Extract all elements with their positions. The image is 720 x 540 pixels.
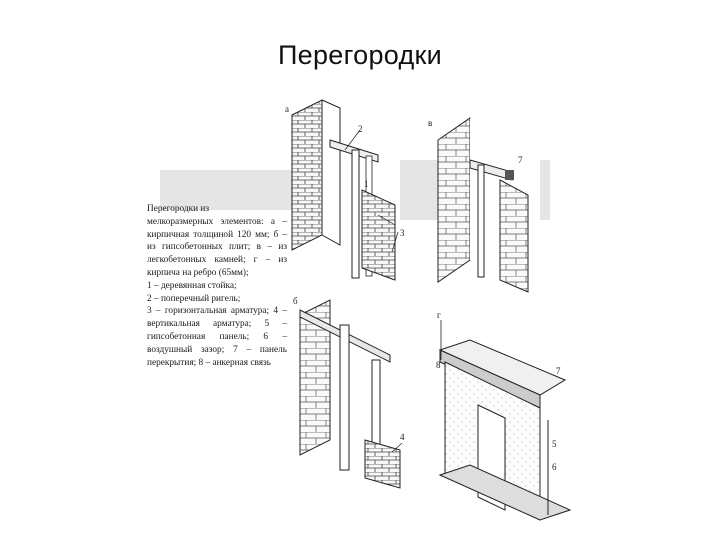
figure-d-panel-partition: г 7 8 5 6 — [436, 310, 572, 521]
slide-title: Перегородки — [277, 40, 443, 70]
label-a-3: 3 — [400, 228, 405, 238]
figure-b-gypsum-partition: в 7 — [428, 117, 540, 293]
label-a-1: 1 — [364, 179, 369, 189]
label-d-5: 5 — [552, 439, 557, 449]
label-c-4: 4 — [400, 432, 405, 442]
figure-a-brick-partition: а 2 1 3 — [285, 99, 405, 281]
figure-caption: Перегородки из мелкоразмерных элементов:… — [147, 204, 287, 368]
label-a: а — [285, 104, 289, 114]
label-a-2: 2 — [358, 124, 363, 134]
label-d-8: 8 — [436, 360, 441, 370]
label-b-7: 7 — [518, 155, 523, 165]
figure-c-reinforced-partition: б 4 — [293, 296, 405, 489]
label-v: в — [428, 118, 432, 128]
label-d-6: 6 — [552, 462, 557, 472]
label-d-7: 7 — [556, 366, 561, 376]
label-b: б — [293, 296, 298, 306]
label-g: г — [437, 310, 441, 320]
